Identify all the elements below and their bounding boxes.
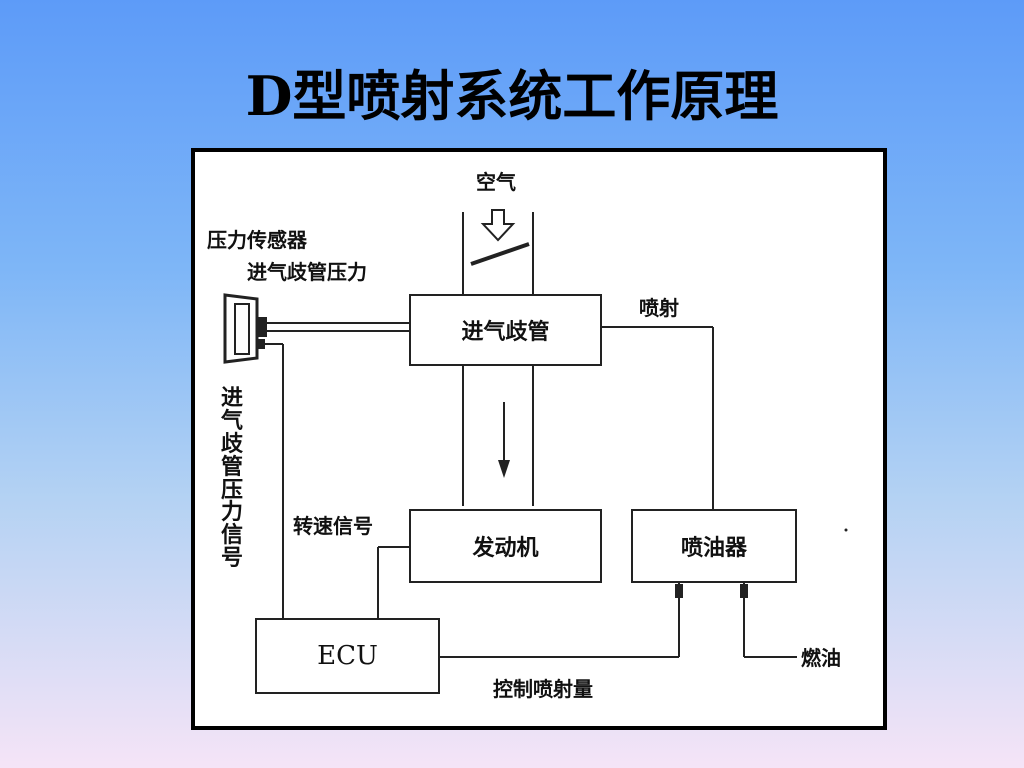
flow-arrow-icon (498, 402, 510, 478)
diagram-lines (223, 209, 848, 658)
slide-title: D型喷射系统工作原理 (245, 64, 779, 128)
speed-signal-label: 转速信号 (293, 514, 373, 538)
engine-box: 发动机 (409, 509, 602, 583)
ecu-box: ECU (255, 618, 440, 694)
manifold-pressure-signal-label: 进气歧管压力信号 (220, 386, 243, 572)
control-injection-label: 控制喷射量 (493, 677, 593, 701)
manifold-pressure-label: 进气歧管压力 (247, 260, 367, 284)
pressure-sensor-label: 压力传感器 (207, 228, 307, 252)
throttle-plate (470, 242, 530, 266)
injection-label: 喷射 (639, 296, 679, 320)
pressure-sensor-icon (223, 293, 267, 364)
diagram-frame: 空气 压力传感器 进气歧管压力 喷射 转速信号 控制喷射量 燃油 进气歧管压力信… (191, 148, 887, 730)
fuel-label: 燃油 (801, 646, 841, 670)
air-arrow-icon (480, 209, 516, 242)
intake-manifold-box: 进气歧管 (409, 294, 602, 366)
injector-box: 喷油器 (631, 509, 797, 583)
air-label: 空气 (476, 170, 516, 194)
